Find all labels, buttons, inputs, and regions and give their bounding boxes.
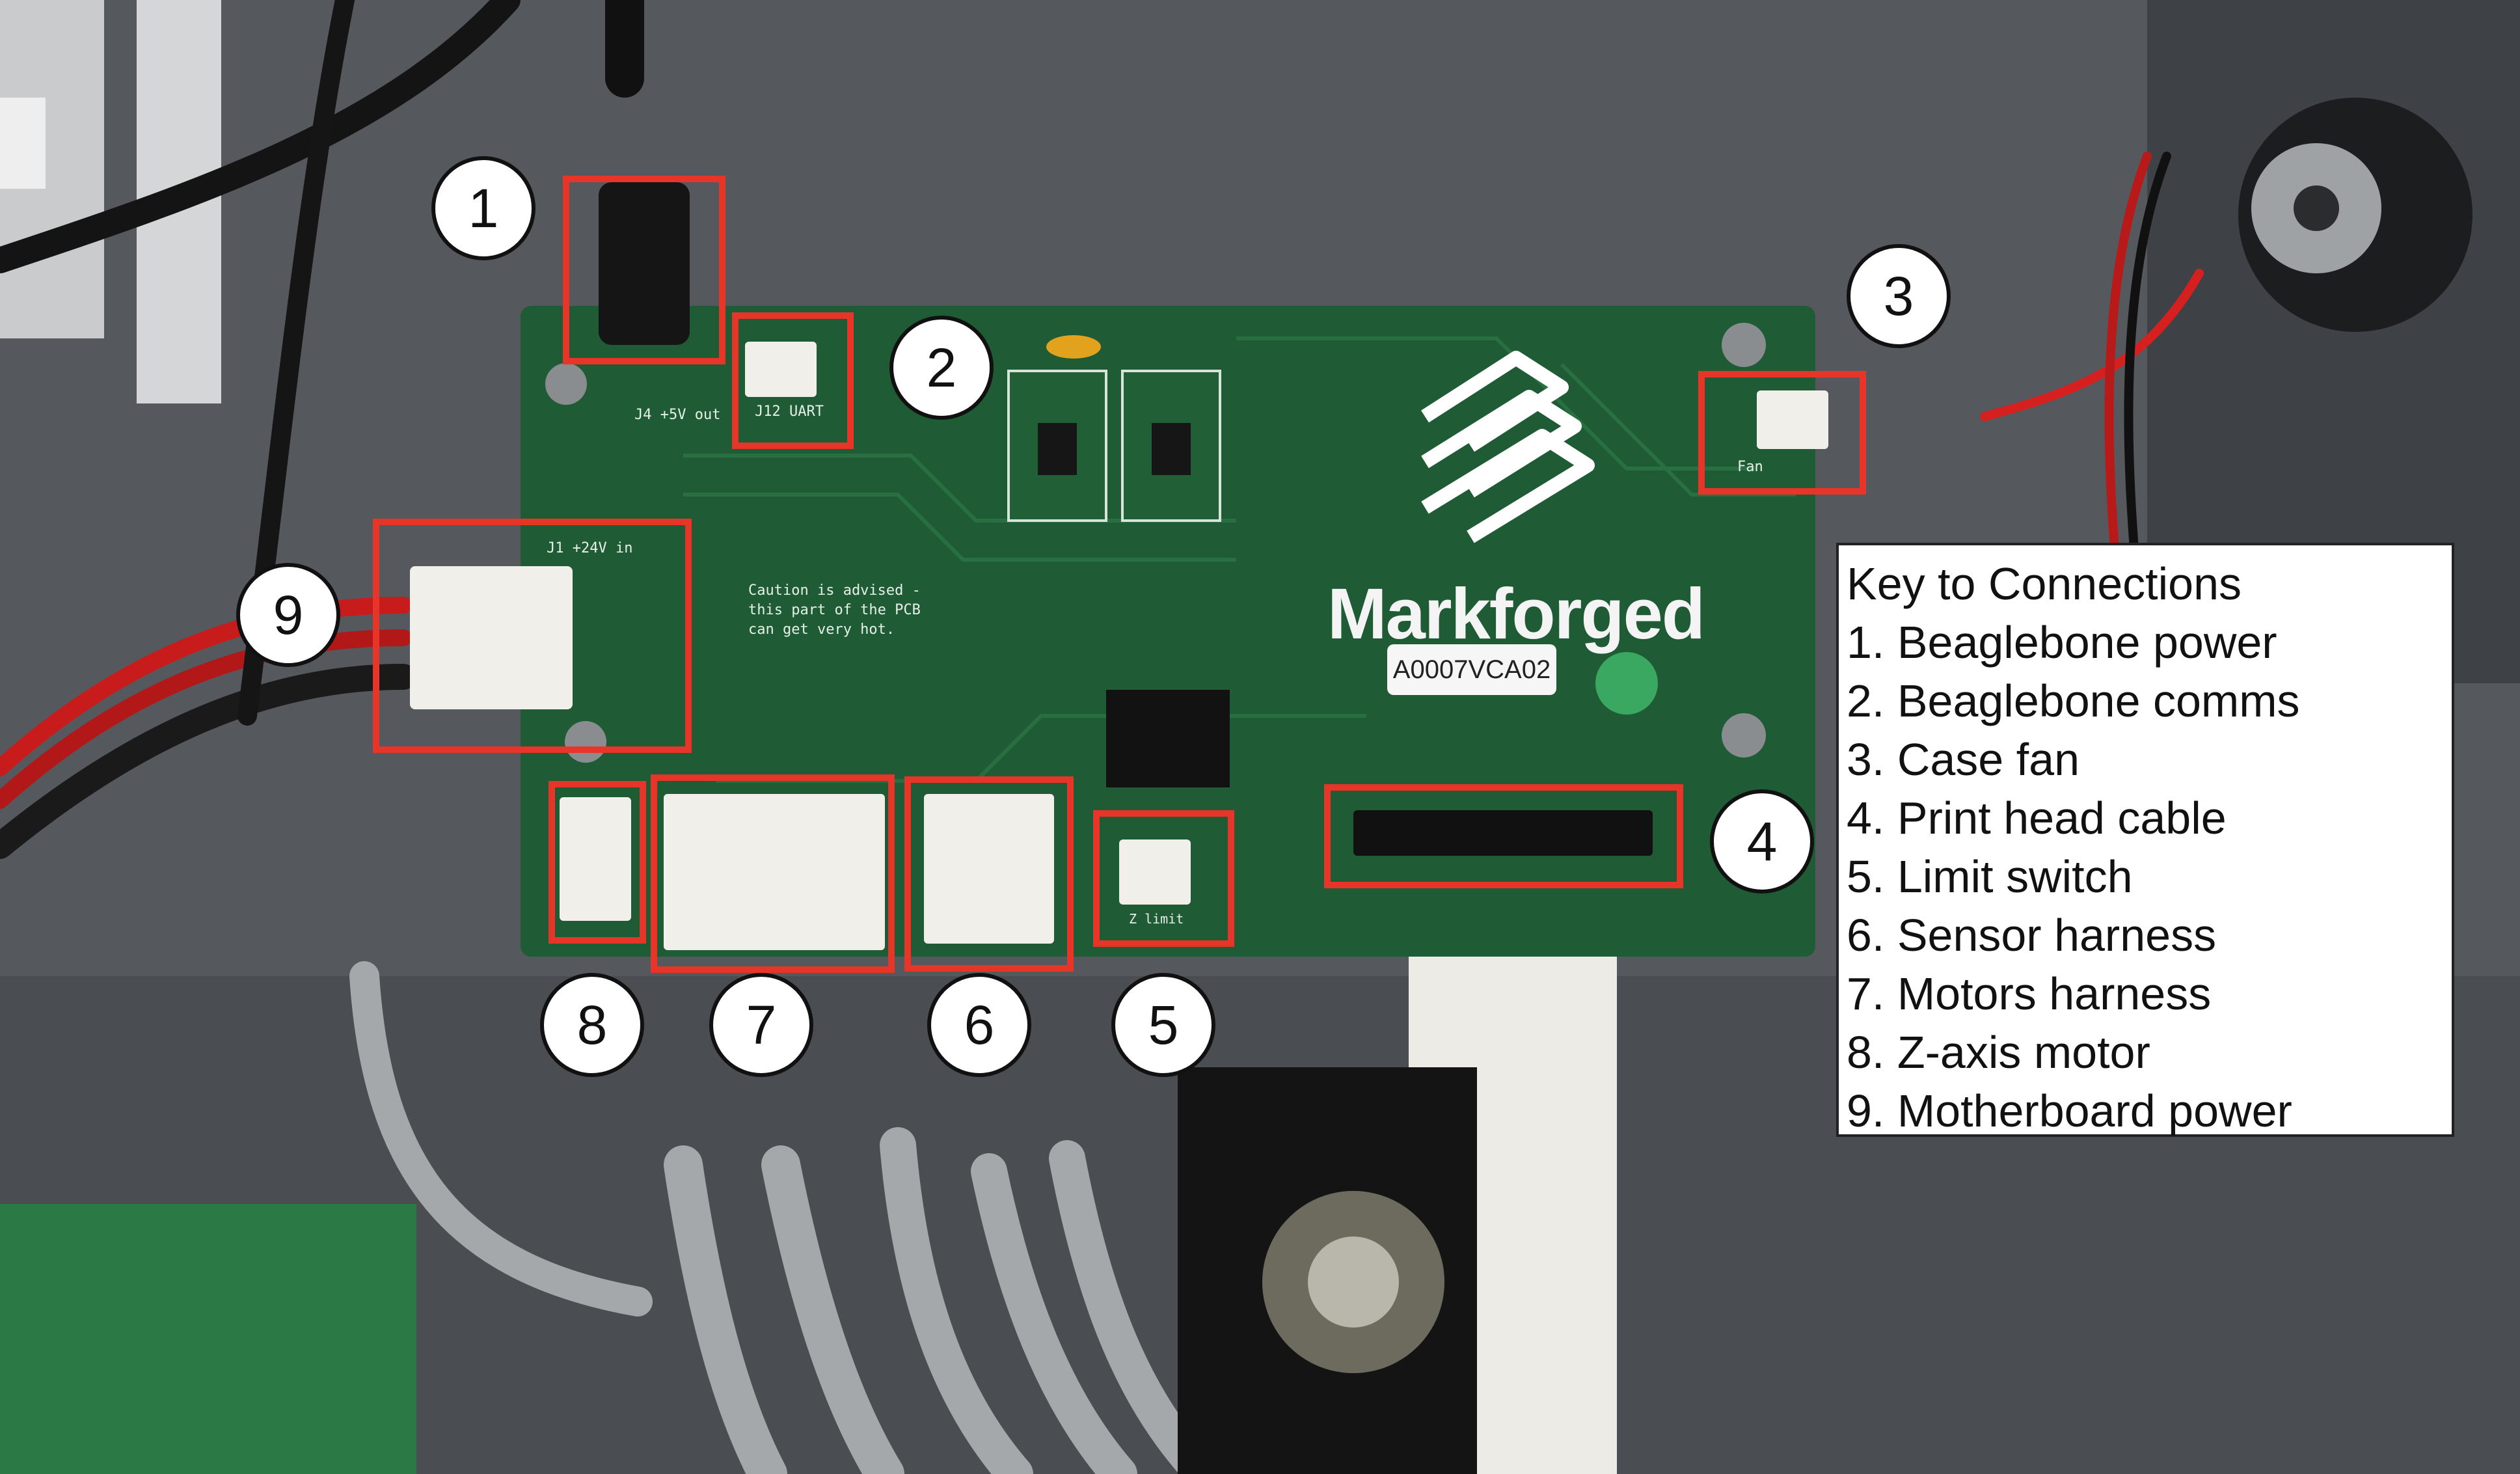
stepper-motor — [1178, 1067, 1477, 1474]
callout-8: 8 — [540, 973, 644, 1077]
highlight-box-9 — [373, 519, 692, 753]
highlight-box-4 — [1324, 784, 1683, 888]
connection-legend: Key to Connections 1. Beaglebone power 2… — [1836, 543, 2454, 1137]
legend-item-6: 6. Sensor harness — [1847, 910, 2217, 961]
highlight-box-3 — [1698, 371, 1866, 495]
legend-item-9: 9. Motherboard power — [1847, 1085, 2292, 1136]
j1-label: J1 +24V in — [547, 540, 633, 556]
j4-label: J4 +5V out — [634, 407, 721, 423]
callout-3: 3 — [1847, 244, 1951, 348]
legend-item-3: 3. Case fan — [1847, 734, 2080, 785]
callout-2: 2 — [889, 316, 994, 420]
j12-label: J12 UART — [755, 403, 824, 420]
pcb-brand-logo: Markforged — [1327, 574, 1705, 654]
pcb-serial-label: A0007VCA02 — [1387, 644, 1556, 695]
highlight-box-8 — [549, 781, 646, 944]
legend-item-4: 4. Print head cable — [1847, 793, 2227, 843]
callout-4: 4 — [1710, 789, 1814, 894]
j15-label: Fan — [1737, 459, 1763, 475]
j14-label: Z limit — [1129, 911, 1184, 927]
board-connectors — [410, 182, 1828, 950]
legend-item-1: 1. Beaglebone power — [1847, 617, 2277, 668]
caution-line-2: this part of the PCB — [748, 602, 921, 618]
callout-6: 6 — [927, 973, 1031, 1077]
legend-title: Key to Connections — [1847, 558, 2242, 609]
legend-item-7: 7. Motors harness — [1847, 968, 2212, 1019]
legend-item-8: 8. Z-axis motor — [1847, 1027, 2150, 1078]
highlight-box-6 — [904, 776, 1074, 972]
callout-9: 9 — [236, 563, 340, 667]
secondary-pcb — [0, 1204, 416, 1474]
callout-5: 5 — [1111, 973, 1215, 1077]
caution-line-1: Caution is advised - — [748, 582, 921, 599]
harness-cables — [349, 961, 1222, 1474]
legend-item-2: 2. Beaglebone comms — [1847, 676, 2300, 726]
legend-item-5: 5. Limit switch — [1847, 851, 2133, 902]
caution-line-3: can get very hot. — [748, 621, 895, 638]
highlight-box-7 — [651, 774, 895, 973]
highlight-box-1 — [563, 176, 725, 364]
power-cables — [0, 0, 2204, 859]
highlight-box-2 — [732, 312, 854, 449]
callout-1: 1 — [431, 156, 535, 260]
callout-7: 7 — [709, 973, 813, 1077]
highlight-box-5 — [1093, 810, 1234, 947]
